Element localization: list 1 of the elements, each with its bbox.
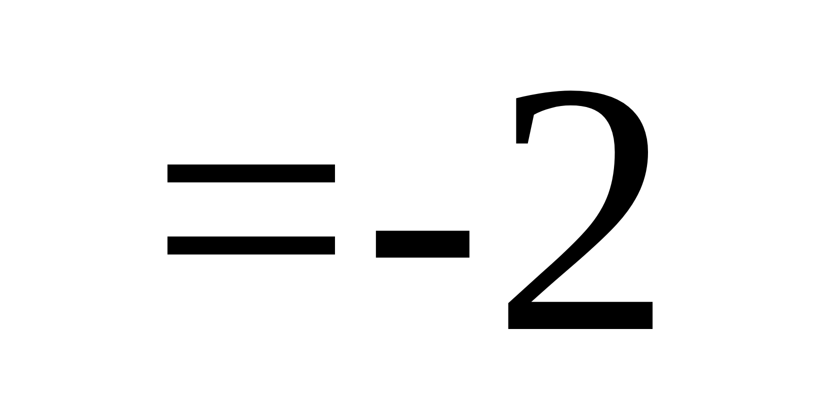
equation-text: =-2: [150, 28, 682, 388]
